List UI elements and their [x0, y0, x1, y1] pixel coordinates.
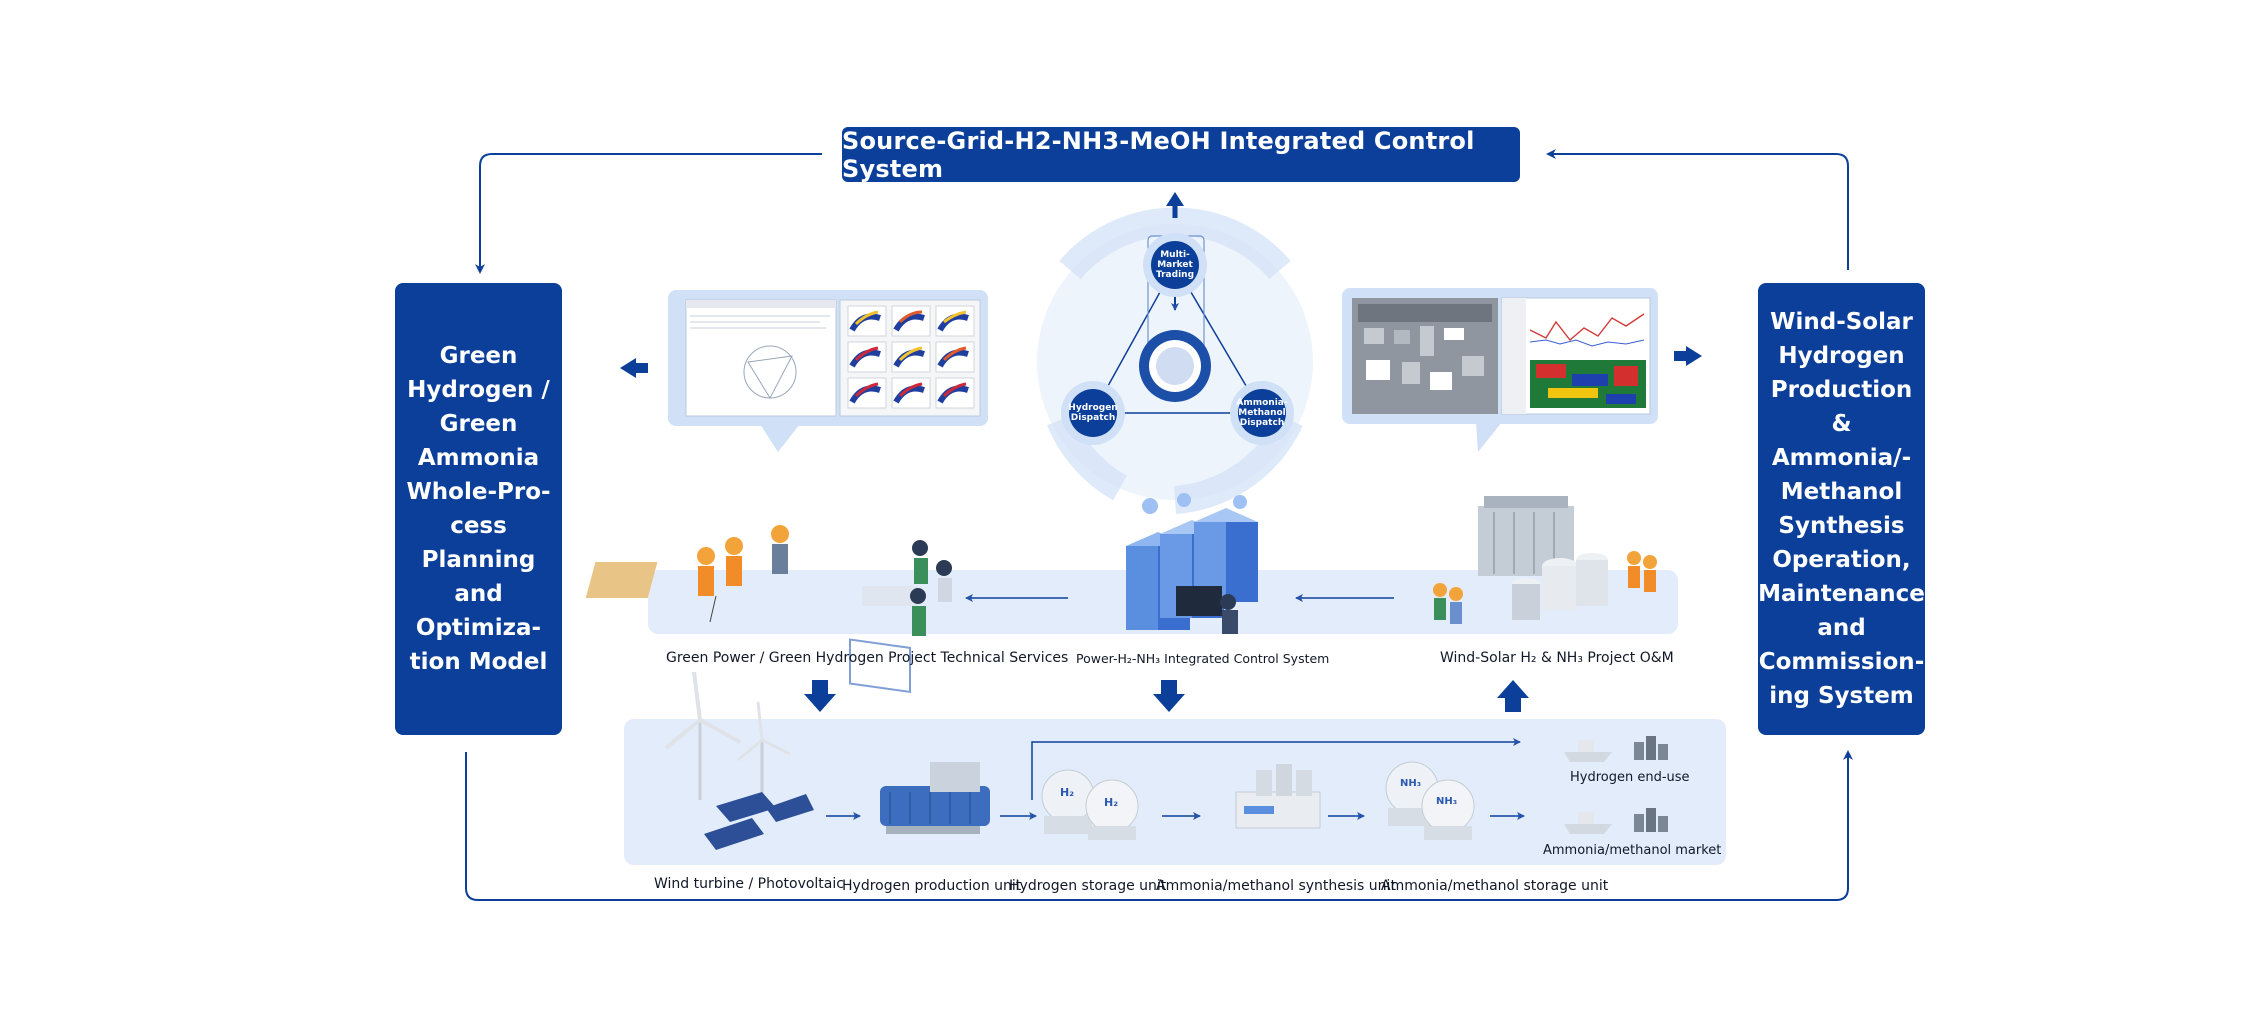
- service-caption-control: Power-H₂-NH₃ Integrated Control System: [1076, 651, 1330, 666]
- nh3-tank-label: NH₃: [1400, 778, 1422, 789]
- wind-pv-illustration: [664, 671, 814, 850]
- right-screen-arrow: [1674, 346, 1702, 366]
- output-ammonia-methanol-market: Ammonia/methanol market: [1543, 843, 1722, 858]
- loop-top-left: [475, 153, 822, 274]
- title-text: Source-Grid-H2-NH3-MeOH Integrated Contr…: [842, 126, 1475, 183]
- nh3-tank-label-2: NH₃: [1436, 796, 1458, 807]
- loop-bottom: [465, 750, 1853, 901]
- process-caption-synthesis: Ammonia/methanol synthesis unit: [1156, 878, 1396, 894]
- left-screen-arrow: [620, 358, 648, 378]
- nh3-storage-illustration: [1385, 761, 1475, 840]
- arrow-down-2: [1153, 680, 1185, 712]
- om-system-label: Wind-Solar Hydrogen Production & Ammonia…: [1758, 309, 1925, 709]
- service-caption-technical: Green Power / Green Hydrogen Project Tec…: [666, 650, 1069, 666]
- technical-services-illustration: [585, 525, 952, 694]
- output-icons: [1564, 736, 1668, 834]
- om-commissioning-system-box: Wind-Solar Hydrogen Production & Ammonia…: [1758, 283, 1925, 735]
- right-screenshot-bubble: [1342, 288, 1658, 452]
- hydrogen-production-illustration: [880, 762, 990, 834]
- process-caption-nh3-storage: Ammonia/methanol storage unit: [1381, 878, 1609, 894]
- hub-top-label: Multi-Market Trading: [1155, 250, 1195, 280]
- arrow-down-1: [804, 680, 836, 712]
- planning-optimization-model-box: Green Hydrogen / Green Ammonia Whole-Pro…: [395, 283, 562, 735]
- loop-top-right: [1546, 149, 1849, 270]
- control-hub-graphic: [1037, 207, 1313, 514]
- hub-node-ammonia-methanol-dispatch: Ammonia-Methanol Dispatch: [1236, 398, 1287, 428]
- hub-left-label: Hydrogen Dispatch: [1068, 403, 1118, 423]
- left-screenshot-bubble: [668, 290, 988, 452]
- hub-right-label: Ammonia-Methanol Dispatch: [1236, 398, 1288, 428]
- hub-node-multi-market-trading: Multi-Market Trading: [1153, 250, 1197, 280]
- om-illustration: [1433, 496, 1657, 624]
- integrated-control-title: Source-Grid-H2-NH3-MeOH Integrated Contr…: [842, 126, 1520, 183]
- synthesis-illustration: [1235, 764, 1321, 829]
- h2-tank-label: H₂: [1060, 786, 1075, 799]
- arrow-up-3: [1497, 680, 1529, 712]
- service-caption-om: Wind-Solar H₂ & NH₃ Project O&M: [1440, 650, 1674, 666]
- integrated-control-illustration: [1126, 493, 1258, 634]
- output-hydrogen-end-use: Hydrogen end-use: [1570, 770, 1690, 785]
- hub-node-hydrogen-dispatch: Hydrogen Dispatch: [1068, 398, 1118, 428]
- h2-tank-label-2: H₂: [1104, 796, 1119, 809]
- process-caption-wind-pv: Wind turbine / Photovoltaic: [654, 876, 844, 892]
- hydrogen-storage-illustration: [1041, 769, 1139, 840]
- process-caption-h2-storage: Hydrogen storage unit: [1009, 878, 1167, 894]
- process-caption-h2-production: Hydrogen production unit: [842, 878, 1022, 894]
- planning-model-label: Green Hydrogen / Green Ammonia Whole-Pro…: [406, 343, 551, 675]
